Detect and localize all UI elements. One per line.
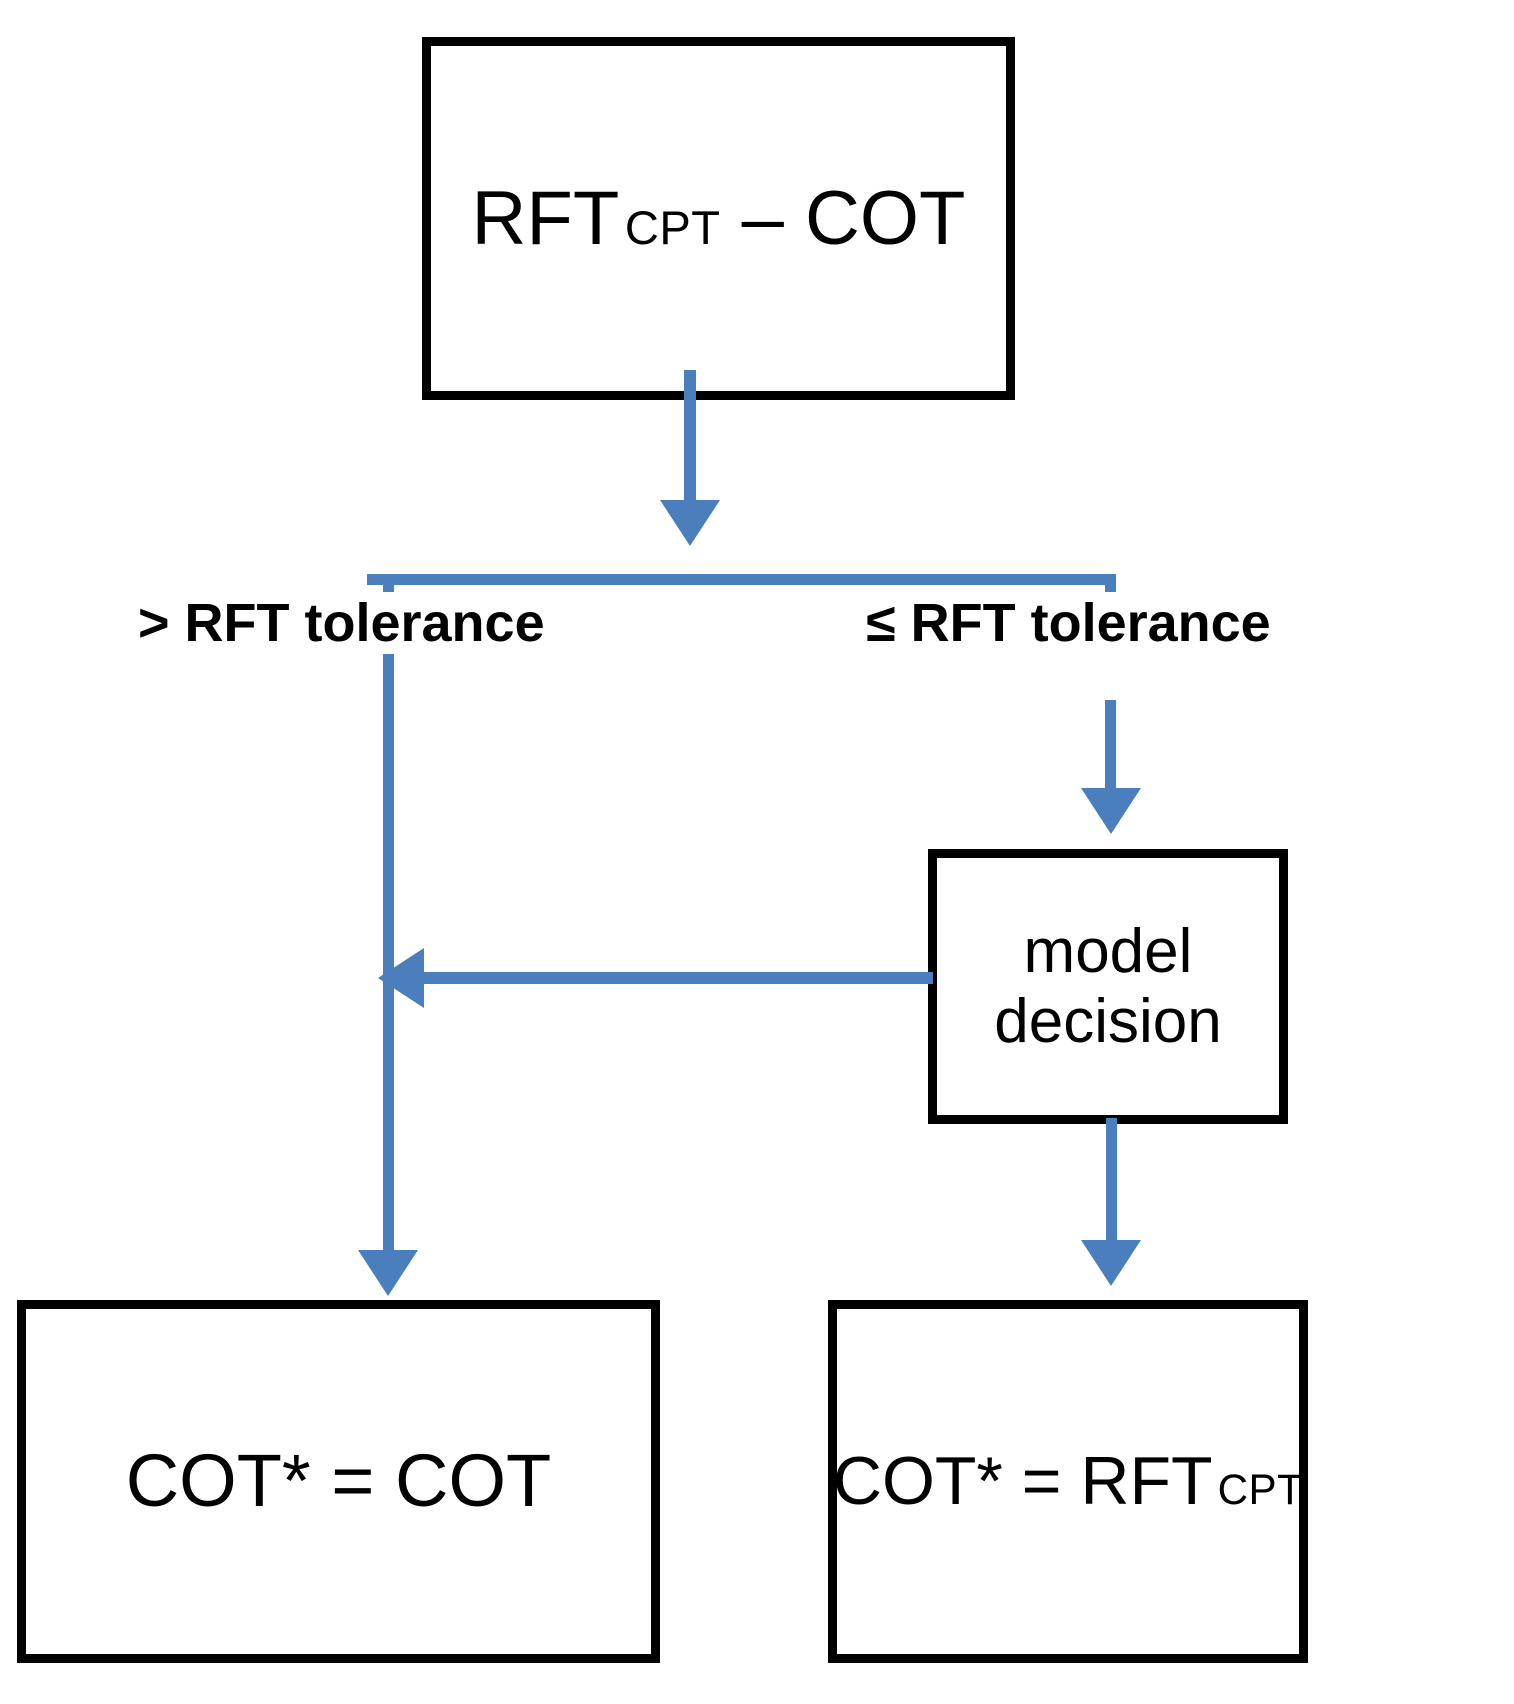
edge-model-to-rft-shaft xyxy=(1106,1118,1117,1248)
edge-left-branch-lower-segment xyxy=(383,1008,394,1258)
node-top-text-subscript: CPT xyxy=(624,200,721,254)
edge-left-branch-arrowhead-icon xyxy=(358,1250,418,1296)
branch-label-left: > RFT tolerance xyxy=(134,592,549,654)
edge-model-to-left-branch-shaft xyxy=(393,972,933,984)
node-top-text-main: RFT xyxy=(471,175,620,261)
edge-right-branch-lower-segment xyxy=(1105,700,1116,795)
edge-right-branch-arrowhead-icon xyxy=(1081,788,1141,834)
edge-top-to-split-arrowhead-icon xyxy=(660,500,720,546)
node-model-decision-line1: model xyxy=(1023,917,1193,987)
branch-label-right: ≤ RFT tolerance xyxy=(862,592,1275,654)
node-cot-star-equals-cot-label: COT* = COT xyxy=(125,1439,552,1523)
edge-model-to-rft-arrowhead-icon xyxy=(1081,1240,1141,1286)
node-model-decision-label: model decision xyxy=(994,917,1221,1056)
node-top-text-tail: – COT xyxy=(741,175,966,261)
edge-split-bar xyxy=(367,574,1112,585)
edge-model-to-left-branch-arrowhead-icon xyxy=(378,948,424,1008)
node-model-decision-line2: decision xyxy=(994,986,1222,1056)
node-model-decision: model decision xyxy=(928,849,1288,1124)
edge-top-to-split-shaft xyxy=(684,370,696,505)
node-bottom-right-text-subscript: CPT xyxy=(1217,1466,1304,1514)
node-bottom-right-text-main: COT* = RFT xyxy=(832,1443,1213,1520)
node-cot-star-equals-cot: COT* = COT xyxy=(17,1300,660,1663)
edge-left-branch-mid-segment xyxy=(383,650,394,1170)
